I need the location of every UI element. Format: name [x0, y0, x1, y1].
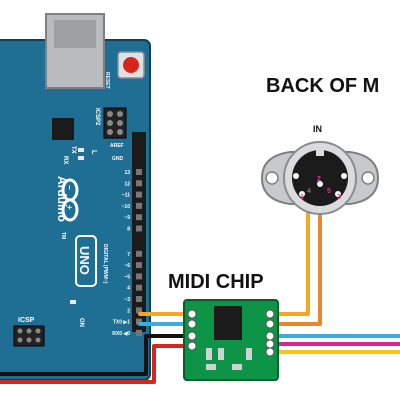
l-label: L	[90, 150, 97, 155]
tx-label: TX	[70, 146, 76, 154]
pin-label: 8	[127, 227, 130, 233]
aref-label: AREF	[110, 143, 124, 149]
arduino-wordmark: Arduino	[55, 176, 69, 222]
small-chip	[52, 118, 74, 140]
icsp2-header	[103, 107, 127, 139]
digital-label: DIGITAL (PWM~)	[102, 244, 108, 284]
back-of-midi-title: BACK OF M	[266, 75, 379, 97]
gnd-label: GND	[112, 156, 124, 162]
wire-midi-pin4	[268, 192, 322, 326]
pin-label: RX0 ◀0	[112, 331, 130, 337]
pin-label: 13	[124, 170, 130, 176]
pin-label: 7	[127, 252, 130, 258]
header-pin	[136, 273, 142, 280]
component-5	[232, 364, 242, 370]
component-4	[206, 364, 216, 370]
pin-label: 12	[124, 181, 130, 187]
pin-label: ~10	[122, 204, 131, 210]
header-pin	[136, 262, 142, 269]
header-pin	[136, 284, 142, 291]
icsp-header	[13, 325, 45, 347]
header-pin	[136, 318, 142, 325]
midi-din-connector: 1 2 3 4 5	[260, 141, 380, 215]
wires	[0, 192, 400, 384]
din-pin-label-3: 3	[337, 194, 341, 201]
pin-label: ~3	[124, 297, 130, 303]
header-pin	[136, 307, 142, 314]
reset-button-cap[interactable]	[123, 57, 139, 73]
header-pin	[136, 225, 142, 232]
connector-socket	[292, 150, 348, 206]
digital-header	[132, 132, 146, 332]
arduino-logo: − +	[61, 178, 79, 222]
header-pin	[136, 214, 142, 221]
logo-plus: +	[65, 205, 74, 210]
pin-label: 2	[127, 308, 130, 314]
trademark-label: TM	[60, 232, 66, 239]
header-pin	[136, 250, 142, 257]
reset-label: RESET	[104, 72, 110, 89]
tx-led	[78, 148, 84, 152]
power-led	[70, 300, 76, 304]
pin-label: ~6	[124, 263, 130, 269]
pin-label: TX0 ▶1	[113, 320, 130, 326]
uno-badge	[75, 235, 97, 287]
header-pin	[136, 169, 142, 175]
wire-midi-pin5	[268, 192, 310, 316]
midi-ic	[214, 306, 242, 340]
in-label: IN	[313, 124, 322, 134]
component-1	[206, 348, 212, 360]
din-pin-labels: 1 2 3 4 5	[300, 176, 341, 201]
pin-label: ~11	[122, 193, 130, 199]
component-3	[246, 348, 252, 360]
rx-label: RX	[62, 156, 68, 164]
arduino-board: RESET ICSP2 RX TX L − + Arduino TM UNO D…	[0, 13, 151, 381]
din-pin-label-1: 1	[300, 194, 304, 201]
rx-led	[78, 156, 84, 160]
header-pin	[136, 329, 142, 336]
usb-connector-inner	[54, 20, 96, 48]
chip-left-pads	[187, 309, 197, 351]
on-label: ON	[78, 318, 84, 327]
header-pins	[136, 169, 142, 336]
logo-minus: −	[65, 185, 74, 190]
din-pin-label-5: 5	[327, 188, 331, 195]
header-pin	[136, 296, 142, 302]
icsp-label: ICSP	[18, 317, 35, 324]
wire-red-5v	[0, 344, 194, 384]
header-pin	[136, 191, 142, 198]
header-pin	[136, 202, 142, 209]
chip-right-pads	[265, 309, 275, 357]
socket-key	[316, 148, 324, 156]
component-2	[218, 348, 224, 360]
mount-hole-left	[265, 171, 279, 185]
midi-chip-title: MIDI CHIP	[168, 271, 264, 293]
icsp2-label: ICSP2	[94, 108, 100, 126]
pin-label: 4	[127, 286, 130, 292]
pin-label: ~9	[124, 215, 130, 221]
din-pins	[293, 173, 347, 197]
midi-chip-board	[183, 299, 279, 381]
pin-label: ~5	[124, 274, 130, 280]
din-pin-label-4: 4	[307, 188, 311, 195]
din-pin-label-2: 2	[317, 176, 321, 183]
header-pin	[136, 180, 142, 187]
wire-black-gnd	[0, 334, 194, 376]
mount-hole-right	[361, 171, 375, 185]
uno-label: UNO	[77, 246, 92, 275]
